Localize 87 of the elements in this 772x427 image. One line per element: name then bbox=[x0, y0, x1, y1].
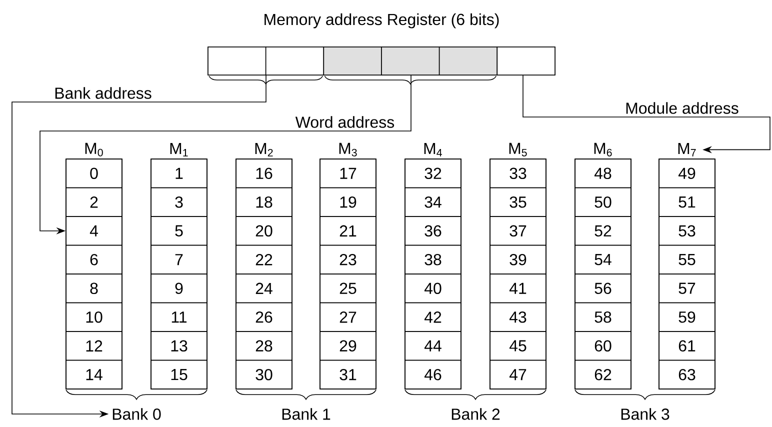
module-label: M$_{4}$ bbox=[424, 143, 442, 156]
edge-label: Word address bbox=[294, 114, 396, 130]
memory-cell: 18 bbox=[236, 187, 292, 217]
module-label: M$_{0}$ bbox=[85, 142, 103, 156]
memory-cell: 50 bbox=[574, 187, 632, 217]
memory-cell: 3 bbox=[150, 187, 208, 217]
memory-cell: 24 bbox=[236, 274, 292, 304]
memory-cell: 34 bbox=[404, 187, 462, 217]
memory-cell: 52 bbox=[574, 216, 632, 246]
memory-cell: 21 bbox=[320, 216, 376, 246]
memory-cell: 31 bbox=[320, 360, 376, 390]
memory-cell: 49 bbox=[658, 158, 716, 188]
register-cell bbox=[496, 46, 556, 76]
module-label: M$_{7}$ bbox=[678, 143, 696, 156]
memory-cell: 25 bbox=[320, 274, 376, 304]
memory-cell: 57 bbox=[658, 274, 716, 304]
memory-cell: 30 bbox=[236, 360, 292, 390]
memory-cell: 22 bbox=[236, 244, 292, 274]
memory-cell: 43 bbox=[490, 302, 546, 332]
module-label: M$_{2}$ bbox=[255, 143, 273, 156]
memory-cell: 13 bbox=[150, 331, 208, 361]
memory-cell: 7 bbox=[150, 244, 208, 274]
memory-cell: 14 bbox=[66, 360, 122, 390]
register-title: Memory address Register (6 bits) bbox=[264, 13, 499, 28]
edge-label: Bank address bbox=[52, 86, 154, 100]
memory-cell: 17 bbox=[320, 158, 376, 188]
memory-cell: 38 bbox=[404, 244, 462, 274]
memory-cell: 42 bbox=[404, 302, 462, 332]
memory-cell: 44 bbox=[404, 331, 462, 361]
memory-cell: 48 bbox=[574, 158, 632, 188]
bank-label: Bank 1 bbox=[282, 408, 330, 420]
memory-cell: 51 bbox=[658, 187, 716, 217]
edge-label: Module address bbox=[624, 100, 740, 116]
register-cell bbox=[208, 46, 266, 76]
module-label: M$_{5}$ bbox=[509, 142, 527, 156]
module-label: M$_{6}$ bbox=[594, 142, 612, 156]
memory-cell: 29 bbox=[320, 331, 376, 361]
memory-cell: 32 bbox=[404, 158, 462, 188]
memory-cell: 11 bbox=[150, 302, 208, 332]
memory-cell: 41 bbox=[490, 274, 546, 304]
memory-cell: 63 bbox=[658, 360, 716, 390]
memory-cell: 59 bbox=[658, 302, 716, 332]
memory-cell: 36 bbox=[404, 216, 462, 246]
register-cell bbox=[438, 46, 498, 76]
memory-cell: 20 bbox=[236, 216, 292, 246]
bank-label: Bank 0 bbox=[112, 408, 161, 420]
module-label: M$_{3}$ bbox=[339, 142, 357, 156]
arrow bbox=[522, 75, 770, 154]
memory-cell: 56 bbox=[574, 274, 632, 304]
memory-cell: 61 bbox=[658, 331, 716, 361]
memory-cell: 4 bbox=[66, 216, 122, 246]
register-cell bbox=[381, 46, 440, 76]
memory-cell: 27 bbox=[320, 302, 376, 332]
memory-cell: 40 bbox=[404, 274, 462, 304]
register-cell bbox=[265, 46, 324, 76]
memory-cell: 16 bbox=[236, 158, 292, 188]
memory-cell: 45 bbox=[490, 331, 546, 361]
memory-cell: 0 bbox=[66, 158, 122, 188]
memory-cell: 47 bbox=[490, 360, 546, 390]
memory-cell: 12 bbox=[66, 331, 122, 361]
memory-cell: 28 bbox=[236, 331, 292, 361]
memory-cell: 39 bbox=[490, 244, 546, 274]
memory-cell: 26 bbox=[236, 302, 292, 332]
memory-cell: 60 bbox=[574, 331, 632, 361]
bank-label: Bank 3 bbox=[621, 408, 670, 420]
memory-cell: 58 bbox=[574, 302, 632, 332]
memory-cell: 62 bbox=[574, 360, 632, 390]
memory-cell: 10 bbox=[66, 302, 122, 332]
memory-cell: 8 bbox=[66, 274, 122, 304]
memory-cell: 5 bbox=[150, 216, 208, 246]
memory-cell: 54 bbox=[574, 244, 632, 274]
memory-cell: 19 bbox=[320, 187, 376, 217]
memory-cell: 23 bbox=[320, 244, 376, 274]
memory-cell: 46 bbox=[404, 360, 462, 390]
memory-cell: 6 bbox=[66, 244, 122, 274]
memory-cell: 55 bbox=[658, 244, 716, 274]
memory-cell: 33 bbox=[490, 158, 546, 188]
memory-cell: 53 bbox=[658, 216, 716, 246]
memory-cell: 15 bbox=[150, 360, 208, 390]
memory-cell: 1 bbox=[150, 158, 208, 188]
memory-cell: 2 bbox=[66, 187, 122, 217]
memory-cell: 9 bbox=[150, 274, 208, 304]
bank-label: Bank 2 bbox=[452, 408, 500, 420]
memory-cell: 35 bbox=[490, 187, 546, 217]
register-cell bbox=[323, 46, 382, 76]
memory-cell: 37 bbox=[490, 216, 546, 246]
module-label: M$_{1}$ bbox=[170, 143, 188, 156]
